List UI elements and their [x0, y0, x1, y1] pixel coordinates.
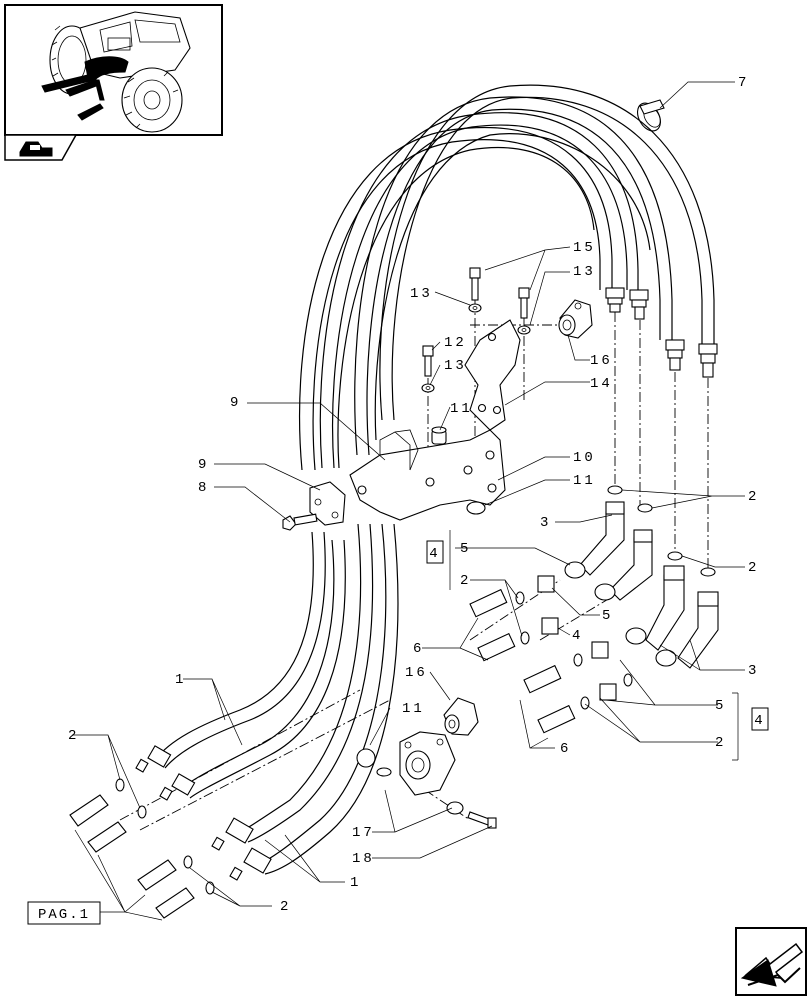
callout-2-right-middle: 2	[748, 560, 759, 576]
callout-11-mid: 11	[573, 473, 596, 489]
callout-5-middle: 5	[602, 608, 613, 624]
hose-end-fittings-lower-left	[69, 745, 272, 919]
leader-lines	[72, 81, 745, 921]
callout-9-lower: 9	[198, 457, 209, 473]
elbow-pipes-part-3	[579, 485, 719, 669]
callout-13-right: 13	[573, 264, 596, 280]
bolt-part-8	[282, 513, 318, 531]
bolts-and-washers	[421, 267, 531, 515]
callout-2-lower: 2	[280, 899, 291, 915]
callout-4-box-left: 4	[429, 546, 440, 562]
coupler-bracket-lower	[356, 697, 497, 829]
callout-6-lower: 6	[560, 741, 571, 757]
callout-1-upper: 1	[175, 672, 186, 688]
callout-4-box-right: 4	[754, 713, 765, 729]
reference-box-4-left: 4	[426, 540, 444, 564]
callout-4-middle: 4	[572, 628, 583, 644]
hose-bundle-upper	[298, 84, 715, 471]
hose-bundle-lower	[154, 523, 399, 875]
page-reference-box[interactable]: PAG.1	[27, 901, 101, 925]
support-plate-part-14	[464, 319, 521, 431]
callout-6-upper: 6	[413, 641, 424, 657]
callout-2-left: 2	[68, 728, 79, 744]
callout-2-left-middle: 2	[460, 573, 471, 589]
callout-10: 10	[573, 450, 596, 466]
callout-13-left: 13	[410, 286, 433, 302]
callout-18: 18	[352, 851, 375, 867]
callout-9-upper: 9	[230, 395, 241, 411]
callout-3-upper: 3	[540, 515, 551, 531]
callout-7: 7	[738, 75, 749, 91]
callout-16-lower: 16	[405, 665, 428, 681]
callout-12: 12	[444, 335, 467, 351]
callout-14: 14	[590, 376, 613, 392]
tractor-thumbnail-icon[interactable]	[4, 4, 223, 136]
callout-11-upper: 11	[450, 401, 473, 417]
hose-clamp-part-7	[636, 99, 665, 132]
hose-end-fittings-upper	[605, 287, 718, 378]
callout-5-upper: 5	[460, 541, 471, 557]
callout-8: 8	[198, 480, 209, 496]
callout-1-lower: 1	[350, 875, 361, 891]
callout-5-lower: 5	[715, 698, 726, 714]
reference-box-4-right: 4	[751, 707, 769, 731]
coupler-part-16-upper	[558, 299, 593, 339]
plate-part-9	[309, 481, 346, 526]
callout-numbers: 7 15 13 13 12 13 16 14 9 11 10 9 11 8 2 …	[68, 75, 759, 915]
callout-2-lower-right: 2	[715, 735, 726, 751]
adapters-parts-4-5-6	[469, 561, 677, 734]
tractor-section-icon[interactable]	[4, 134, 78, 161]
mounting-bracket-part-10	[349, 429, 506, 521]
callout-2-right-upper: 2	[748, 489, 759, 505]
page-reference-label[interactable]: PAG.1	[38, 907, 90, 923]
callout-17: 17	[352, 825, 375, 841]
callout-11-lower: 11	[402, 701, 425, 717]
next-page-arrow-icon[interactable]	[735, 927, 807, 996]
callout-13-lower: 13	[444, 358, 467, 374]
callout-15: 15	[573, 240, 596, 256]
callout-3-lower: 3	[748, 663, 759, 679]
callout-16-upper: 16	[590, 353, 613, 369]
